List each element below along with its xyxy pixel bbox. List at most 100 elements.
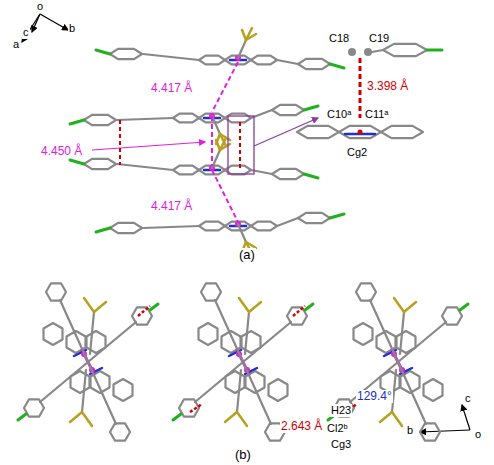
bond-stroke (110, 223, 142, 233)
bond-stroke (394, 298, 404, 312)
bond-stroke (212, 116, 220, 134)
bond-stroke (460, 304, 468, 310)
bond-stroke (94, 302, 106, 312)
bond-stroke (427, 49, 442, 52)
figure-label: Cl2ᵇ (326, 422, 349, 435)
bond-stroke (238, 40, 246, 58)
bond-stroke (298, 59, 330, 69)
figure-label: b (406, 424, 414, 437)
bond-stroke (237, 370, 241, 412)
bond-stroke (424, 379, 443, 401)
bond-stroke (199, 222, 225, 231)
figure-label: b (68, 22, 76, 35)
bond-stroke (420, 423, 440, 440)
bond-stroke (237, 412, 247, 426)
bond-stroke (70, 160, 84, 164)
bond-stroke (354, 323, 373, 345)
bond-stroke (370, 300, 398, 362)
bond-stroke (398, 362, 426, 424)
bond-stroke (70, 412, 82, 422)
bond-stroke (90, 312, 94, 354)
bond-stroke (117, 164, 173, 170)
figure-label: Cg3 (330, 438, 352, 451)
bond-stroke (225, 166, 251, 175)
bond-stroke (272, 105, 304, 115)
bond-stroke (84, 115, 116, 125)
bond-stroke (215, 300, 243, 362)
bond-stroke (96, 228, 110, 232)
figure-label: Cg2 (346, 146, 368, 159)
bond-stroke (304, 106, 318, 110)
bond-stroke (330, 214, 344, 218)
bond-stroke (372, 50, 383, 52)
bond-stroke (246, 28, 252, 40)
bond-stroke (117, 118, 173, 120)
figure-label: 4.450 Å (40, 145, 83, 158)
bond-stroke (195, 362, 243, 402)
bond-stroke (88, 322, 136, 362)
bond-stroke (18, 414, 26, 420)
bond-stroke (305, 304, 313, 310)
bond-stroke (225, 114, 251, 123)
figure-label: 2.643 Å (280, 420, 323, 433)
bond-stroke (60, 300, 88, 362)
figure-label: c (22, 26, 30, 39)
bond-stroke (404, 302, 416, 312)
bond-stroke (173, 166, 199, 175)
bond-stroke (190, 404, 202, 412)
figure-label: C11ᵃ (364, 108, 389, 121)
figure-label: c (464, 392, 472, 405)
bond-stroke (277, 60, 298, 64)
bond-stroke (350, 362, 398, 402)
bond-stroke (400, 312, 404, 354)
figure-label: a (12, 38, 20, 51)
bond-stroke (70, 120, 84, 124)
bond-stroke (82, 370, 86, 412)
bond-stroke (245, 312, 249, 354)
figure-label: (a) (238, 248, 256, 261)
bond-stroke (272, 169, 304, 179)
bond-stroke (381, 126, 423, 138)
bond-stroke (220, 138, 226, 150)
figure-label: C18 (328, 32, 350, 45)
bond-stroke (392, 412, 402, 426)
bond-stroke (199, 323, 218, 345)
figure-label: 4.417 Å (150, 82, 193, 95)
figure-label: 129.4° (356, 390, 393, 403)
bond-stroke (251, 222, 277, 231)
figure-label: o (36, 0, 44, 13)
bond-stroke (277, 218, 298, 226)
bond-stroke (201, 283, 221, 300)
bond-stroke (110, 423, 130, 440)
bond-stroke (114, 379, 133, 401)
bond-stroke (383, 44, 427, 56)
bond-stroke (269, 379, 288, 401)
bond-stroke (44, 323, 63, 345)
bond-stroke (398, 322, 446, 362)
bond-stroke (239, 298, 249, 312)
bond-stroke (88, 362, 116, 424)
bond-stroke (225, 412, 237, 422)
bond-stroke (84, 298, 94, 312)
figure-label: H23 (330, 404, 352, 417)
bond-stroke (243, 322, 291, 362)
bond-stroke (243, 362, 271, 424)
bond-stroke (143, 226, 199, 228)
bond-stroke (199, 56, 225, 65)
bond-stroke (212, 150, 220, 168)
figure-label: C10ᵃ (326, 108, 352, 121)
figure-label: (b) (234, 448, 252, 461)
bond-stroke (143, 54, 199, 60)
bond-stroke (138, 306, 150, 316)
bond-stroke (84, 159, 116, 169)
bond-stroke (339, 126, 381, 138)
bond-stroke (304, 174, 318, 178)
bond-stroke (297, 126, 339, 138)
bond-stroke (249, 302, 261, 312)
bond-stroke (251, 56, 277, 65)
bond-stroke (46, 283, 66, 300)
figure-label: C19 (368, 32, 390, 45)
figure-label: 4.417 Å (150, 200, 193, 213)
bond-stroke (110, 49, 142, 59)
